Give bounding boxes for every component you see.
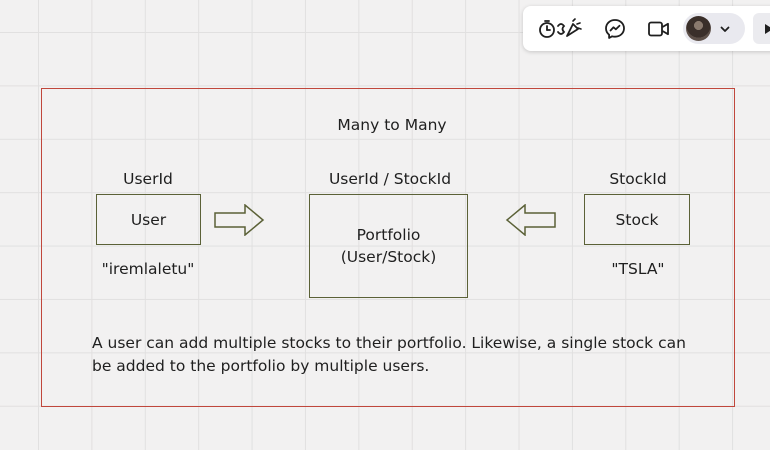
timer-button[interactable] <box>535 13 585 44</box>
user-key-label[interactable]: UserId <box>123 170 173 188</box>
chevron-down-icon <box>720 26 730 32</box>
timer-confetti-icon <box>539 17 582 38</box>
portfolio-key-label[interactable]: UserId / StockId <box>328 170 452 188</box>
portfolio-entity-box[interactable]: Portfolio (User/Stock) <box>309 194 468 298</box>
diagram-title[interactable]: Many to Many <box>337 116 447 134</box>
arrow-left-icon[interactable] <box>505 204 557 236</box>
stock-example-value[interactable]: "TSLA" <box>611 260 665 278</box>
user-avatar <box>686 16 711 41</box>
user-example-value[interactable]: "iremlaletu" <box>101 260 195 278</box>
video-camera-icon <box>648 21 669 36</box>
relationship-description[interactable]: A user can add multiple stocks to their … <box>92 334 686 375</box>
portfolio-entity-label: Portfolio <box>356 226 421 244</box>
diagram-frame[interactable] <box>41 88 735 407</box>
present-button[interactable] <box>753 13 770 44</box>
stock-entity-label: Stock <box>615 210 659 229</box>
user-entity-label: User <box>130 210 167 229</box>
play-icon <box>765 23 770 34</box>
chat-button[interactable] <box>599 13 631 44</box>
user-entity-box[interactable]: User <box>96 194 201 245</box>
stock-key-label[interactable]: StockId <box>609 170 667 188</box>
stock-entity-box[interactable]: Stock <box>584 194 690 245</box>
user-menu-button[interactable] <box>683 13 745 44</box>
portfolio-entity-sublabel: (User/Stock) <box>340 248 437 266</box>
top-toolbar <box>523 6 770 51</box>
video-button[interactable] <box>643 13 675 44</box>
arrow-right-icon[interactable] <box>214 204 266 236</box>
messenger-icon <box>605 18 625 39</box>
